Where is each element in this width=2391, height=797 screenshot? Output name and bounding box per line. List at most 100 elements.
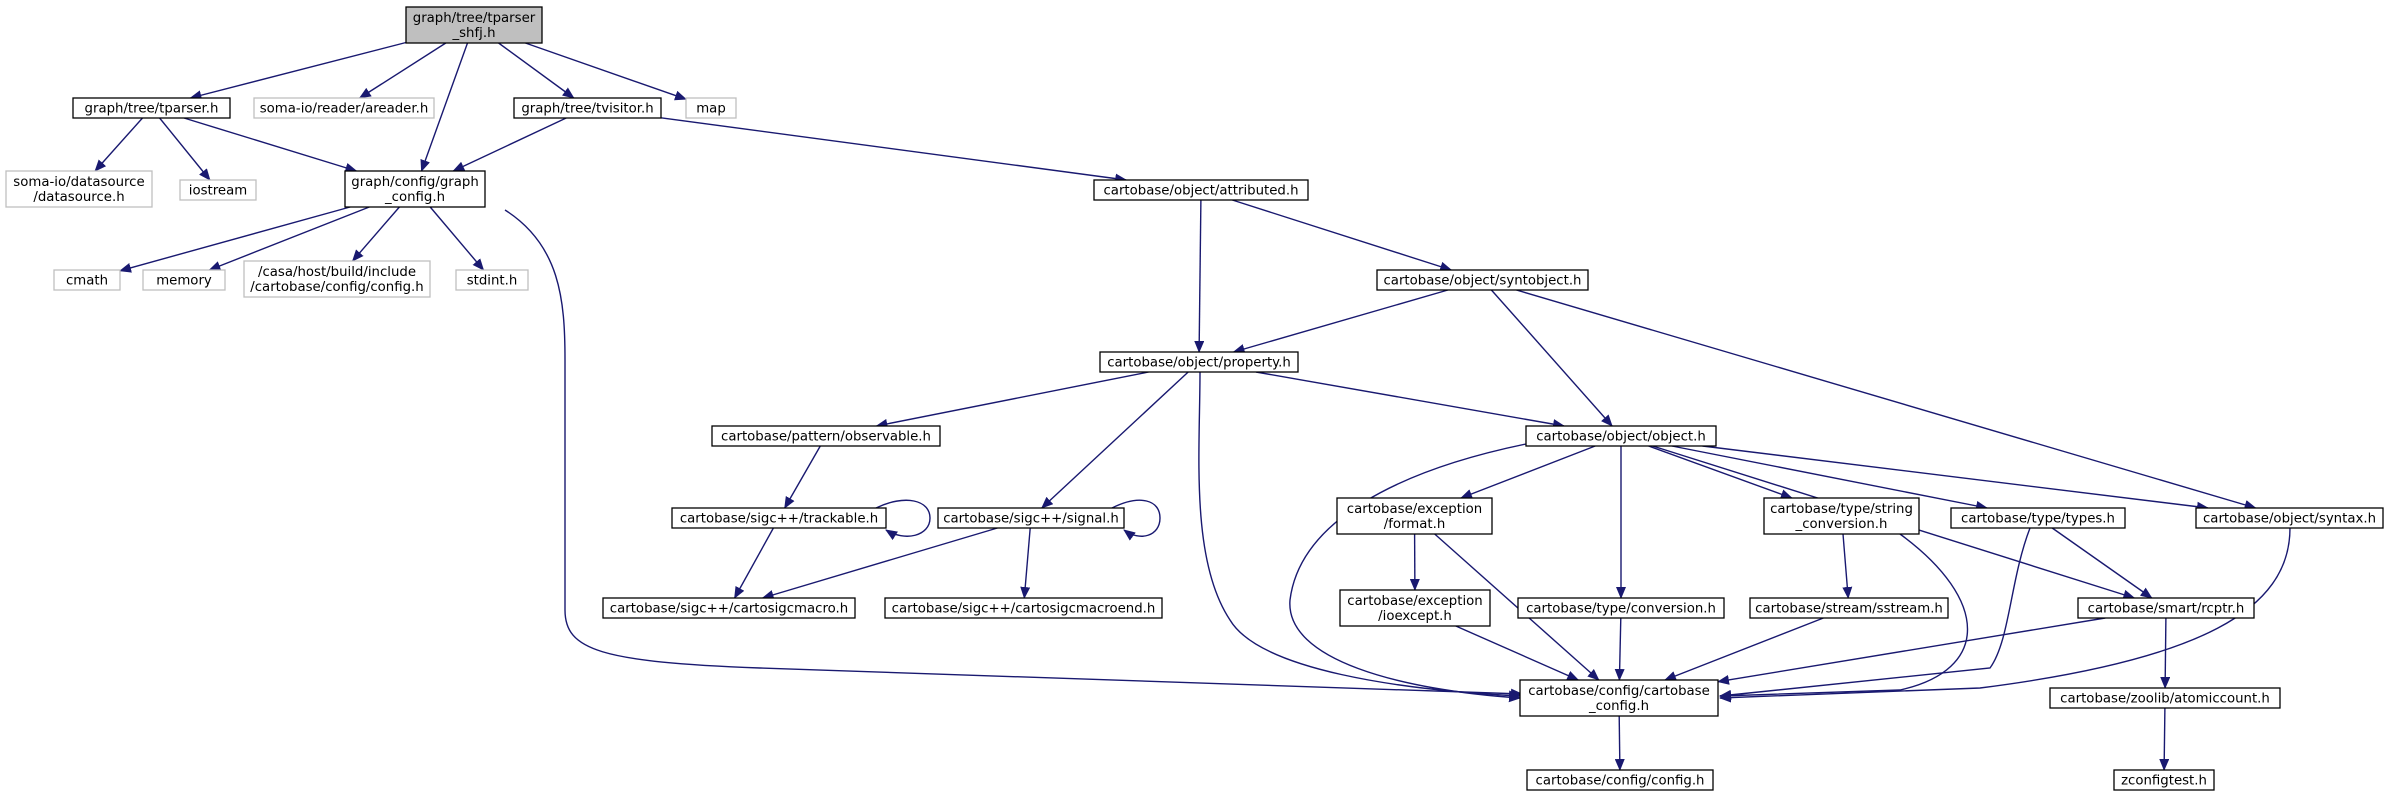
- edge-graph_config-to-cmath: [119, 206, 351, 273]
- edge-signal-to-signal: [1111, 499, 1161, 541]
- node-label: map: [696, 102, 726, 117]
- edge-string_conv-to-sstream: [1842, 533, 1853, 599]
- edge-syntobject-to-object: [1490, 289, 1613, 427]
- node-areader: soma-io/reader/areader.h: [253, 97, 435, 119]
- node-sstream[interactable]: cartobase/stream/sstream.h: [1749, 597, 1949, 619]
- node-observable[interactable]: cartobase/pattern/observable.h: [711, 425, 941, 447]
- edge-graph_config-to-casa_config: [351, 206, 400, 262]
- node-signal[interactable]: cartobase/sigc++/signal.h: [937, 507, 1125, 529]
- node-label: /datasource.h: [33, 190, 124, 205]
- edge-conversion-to-cartobase_config: [1614, 617, 1625, 681]
- node-property[interactable]: cartobase/object/property.h: [1099, 351, 1299, 373]
- node-label: graph/tree/tparser.h: [85, 102, 219, 117]
- edge-cartobase_config-to-config_h: [1614, 715, 1625, 771]
- edge-ioexcept-to-cartobase_config: [1455, 625, 1580, 681]
- edge-trackable-to-cartosigcmacro: [733, 527, 775, 599]
- node-label: iostream: [189, 184, 247, 199]
- node-label: _conversion.h: [1795, 517, 1888, 532]
- node-ioexcept[interactable]: cartobase/exception/ioexcept.h: [1339, 589, 1491, 627]
- edge-syntobject-to-property: [1232, 289, 1449, 354]
- edge-property-to-cartobase_config: [1198, 371, 1521, 701]
- edge-rcptr-to-cartobase_config: [1717, 617, 2106, 685]
- node-label: /format.h: [1384, 517, 1446, 532]
- node-label: _config.h: [384, 190, 445, 205]
- node-label: soma-io/datasource: [13, 175, 144, 190]
- edge-types-to-cartobase_config: [1719, 527, 2031, 700]
- edge-object-to-syntax: [1702, 445, 2209, 512]
- edge-tvisitor-to-attributed: [660, 117, 1128, 184]
- edge-tparser-to-iostream: [159, 117, 211, 181]
- edge-root-to-map: [525, 42, 687, 101]
- node-cartobase-config[interactable]: cartobase/config/cartobase_config.h: [1519, 679, 1719, 717]
- edge-string_conv-to-cartobase_config: [1719, 533, 1968, 701]
- node-cartosigcmacro[interactable]: cartobase/sigc++/cartosigcmacro.h: [602, 597, 856, 619]
- edge-root-to-graph_config: [420, 42, 469, 172]
- node-config-h[interactable]: cartobase/config/config.h: [1526, 769, 1714, 791]
- node-label: cartobase/sigc++/cartosigcmacroend.h: [892, 602, 1156, 617]
- node-label: cartobase/config/cartobase: [1528, 684, 1710, 699]
- node-cmath: cmath: [53, 269, 121, 291]
- edge-trackable-to-trackable: [875, 499, 931, 541]
- graph-edges: [94, 41, 2291, 771]
- edge-types-to-rcptr: [2051, 527, 2153, 599]
- node-label: cartobase/sigc++/signal.h: [943, 512, 1119, 527]
- edge-graph_config-to-cartobase_config: [504, 209, 1523, 699]
- edge-property-to-object: [1255, 371, 1565, 430]
- node-atomiccount[interactable]: cartobase/zoolib/atomiccount.h: [2049, 687, 2281, 709]
- node-label: cartobase/object/attributed.h: [1104, 184, 1299, 199]
- node-types[interactable]: cartobase/type/types.h: [1950, 507, 2126, 529]
- node-trackable[interactable]: cartobase/sigc++/trackable.h: [671, 507, 887, 529]
- node-stdint: stdint.h: [455, 269, 529, 291]
- node-root[interactable]: graph/tree/tparser_shfj.h: [405, 6, 543, 44]
- edge-observable-to-trackable: [784, 445, 821, 509]
- node-map: map: [685, 97, 737, 119]
- node-label: zconfigtest.h: [2121, 774, 2207, 789]
- graph-nodes: graph/tree/tparser_shfj.hgraph/tree/tpar…: [5, 6, 2384, 791]
- node-conversion[interactable]: cartobase/type/conversion.h: [1517, 597, 1725, 619]
- node-graph-config[interactable]: graph/config/graph_config.h: [344, 170, 486, 208]
- node-label: memory: [156, 274, 212, 289]
- edge-syntobject-to-syntax: [1516, 289, 2257, 510]
- node-tvisitor[interactable]: graph/tree/tvisitor.h: [513, 97, 662, 119]
- node-label: graph/tree/tparser: [413, 11, 536, 26]
- edge-property-to-signal: [1041, 371, 1189, 509]
- node-memory: memory: [142, 269, 226, 291]
- edge-tparser-to-graph_config: [183, 117, 358, 173]
- edge-attributed-to-property: [1194, 199, 1205, 353]
- node-zconfigtest[interactable]: zconfigtest.h: [2113, 769, 2215, 791]
- edge-attributed-to-syntobject: [1232, 199, 1453, 272]
- edge-graph_config-to-stdint: [429, 206, 485, 271]
- edge-tvisitor-to-graph_config: [452, 117, 567, 172]
- node-rcptr[interactable]: cartobase/smart/rcptr.h: [2077, 597, 2255, 619]
- node-label: _config.h: [1588, 699, 1649, 714]
- edge-signal-to-cartosigcmacroend: [1020, 527, 1031, 599]
- edge-syntax-to-cartobase_config: [1719, 527, 2291, 703]
- node-datasource: soma-io/datasource/datasource.h: [5, 170, 153, 208]
- node-syntax[interactable]: cartobase/object/syntax.h: [2195, 507, 2384, 529]
- node-label: /ioexcept.h: [1378, 609, 1452, 624]
- edge-atomiccount-to-zconfigtest: [2159, 707, 2170, 771]
- node-label: cmath: [66, 274, 108, 289]
- edge-signal-to-cartosigcmacro: [761, 527, 998, 600]
- node-iostream: iostream: [179, 179, 257, 201]
- edge-object-to-cartobase_config: [1289, 443, 1527, 703]
- node-label: soma-io/reader/areader.h: [260, 102, 429, 117]
- node-string-conv[interactable]: cartobase/type/string_conversion.h: [1763, 497, 1920, 535]
- edge-rcptr-to-atomiccount: [2160, 617, 2171, 689]
- node-label: /cartobase/config/config.h: [250, 280, 423, 295]
- node-label: cartobase/type/types.h: [1961, 512, 2115, 527]
- edge-root-to-areader: [358, 42, 447, 99]
- edge-root-to-tparser: [189, 41, 407, 101]
- node-label: cartobase/object/object.h: [1536, 430, 1706, 445]
- node-label: graph/tree/tvisitor.h: [521, 102, 653, 117]
- node-attributed[interactable]: cartobase/object/attributed.h: [1093, 179, 1309, 201]
- node-cartosigcmacroend[interactable]: cartobase/sigc++/cartosigcmacroend.h: [884, 597, 1163, 619]
- edge-sstream-to-cartobase_config: [1664, 617, 1824, 681]
- node-label: _shfj.h: [451, 26, 495, 41]
- node-syntobject[interactable]: cartobase/object/syntobject.h: [1376, 269, 1589, 291]
- node-tparser[interactable]: graph/tree/tparser.h: [72, 97, 231, 119]
- node-object[interactable]: cartobase/object/object.h: [1525, 425, 1717, 447]
- edge-property-to-observable: [875, 371, 1149, 429]
- node-label: cartobase/pattern/observable.h: [721, 430, 931, 445]
- node-exc-format[interactable]: cartobase/exception/format.h: [1336, 497, 1493, 535]
